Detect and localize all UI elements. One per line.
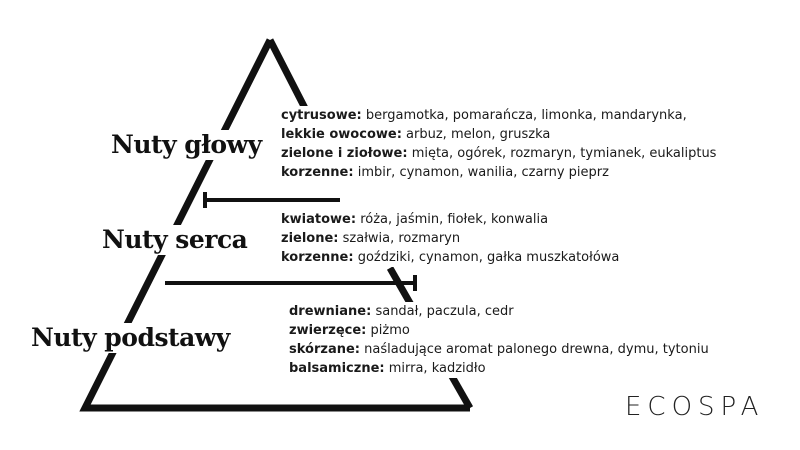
pyramid-left-edge <box>79 38 470 412</box>
note-row: cytrusowe: bergamotka, pomarańcza, limon… <box>281 106 716 125</box>
notes-list-heart: kwiatowe: róża, jaśmin, fiołek, konwalia… <box>281 210 620 267</box>
note-category: lekkie owocowe: <box>281 127 402 142</box>
note-row: kwiatowe: róża, jaśmin, fiołek, konwalia <box>281 210 619 229</box>
note-category: drewniane: <box>289 304 372 319</box>
note-row: zwierzęce: piżmo <box>289 321 709 340</box>
note-items: róża, jaśmin, fiołek, konwalia <box>360 212 549 227</box>
note-row: zielone i ziołowe: mięta, ogórek, rozmar… <box>281 144 716 163</box>
note-items: naśladujące aromat palonego drewna, dymu… <box>364 342 709 357</box>
note-items: bergamotka, pomarańcza, limonka, mandary… <box>365 108 687 123</box>
note-category: skórzane: <box>289 342 360 357</box>
tier-title-heart: Nuty serca <box>100 225 250 255</box>
note-category: cytrusowe: <box>281 108 362 123</box>
note-row: korzenne: imbir, cynamon, wanilia, czarn… <box>281 163 716 182</box>
note-row: lekkie owocowe: arbuz, melon, gruszka <box>281 125 716 144</box>
note-row: drewniane: sandał, paczula, cedr <box>289 302 709 321</box>
note-category: zwierzęce: <box>289 323 367 338</box>
note-category: balsamiczne: <box>289 361 385 376</box>
note-items: sandał, paczula, cedr <box>375 304 514 319</box>
note-category: kwiatowe: <box>281 212 357 227</box>
note-category: korzenne: <box>281 250 354 265</box>
note-row: skórzane: naśladujące aromat palonego dr… <box>289 340 709 359</box>
note-category: zielone: <box>281 231 339 246</box>
notes-list-head: cytrusowe: bergamotka, pomarańcza, limon… <box>281 106 717 182</box>
note-items: szałwia, rozmaryn <box>342 231 461 246</box>
tier-title-base: Nuty podstawy <box>29 323 232 353</box>
note-items: mirra, kadzidło <box>388 361 486 376</box>
note-items: mięta, ogórek, rozmaryn, tymianek, eukal… <box>411 146 717 161</box>
note-row: korzenne: goździki, cynamon, gałka muszk… <box>281 248 619 267</box>
note-items: arbuz, melon, gruszka <box>406 127 551 142</box>
notes-list-base: drewniane: sandał, paczula, cedr zwierzę… <box>289 302 709 378</box>
note-items: piżmo <box>370 323 410 338</box>
note-items: imbir, cynamon, wanilia, czarny pieprz <box>357 165 609 180</box>
note-category: zielone i ziołowe: <box>281 146 408 161</box>
brand-logo: ECOSPA <box>625 392 765 422</box>
tier-title-head: Nuty głowy <box>109 130 264 160</box>
note-category: korzenne: <box>281 165 354 180</box>
pyramid-right-edge-top <box>266 38 314 120</box>
note-row: zielone: szałwia, rozmaryn <box>281 229 619 248</box>
note-items: goździki, cynamon, gałka muszkatołówa <box>357 250 620 265</box>
note-row: balsamiczne: mirra, kadzidło <box>289 359 709 378</box>
